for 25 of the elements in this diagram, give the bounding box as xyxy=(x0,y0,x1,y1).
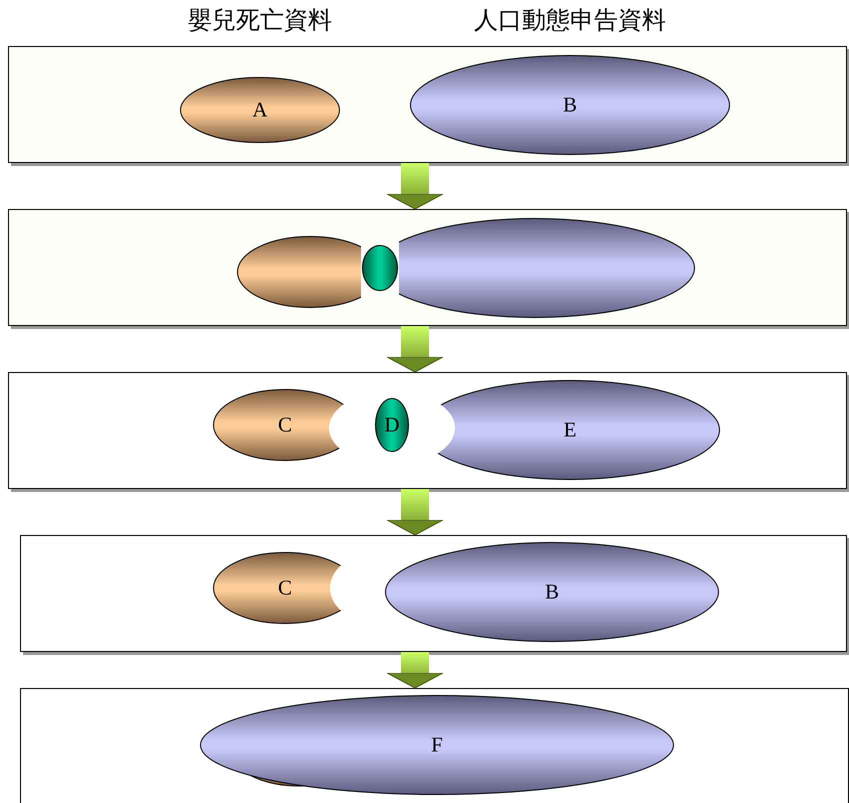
ellipse xyxy=(200,695,674,795)
ellipse xyxy=(362,245,398,291)
ellipse-label: A xyxy=(251,98,269,122)
panel-box xyxy=(20,688,849,803)
panel-box xyxy=(8,209,847,326)
ellipse-label: B xyxy=(562,92,578,118)
ellipse xyxy=(385,542,719,642)
ellipse xyxy=(375,398,409,452)
block-arrow xyxy=(386,326,444,372)
ellipse xyxy=(410,55,730,155)
block-arrow xyxy=(386,489,444,536)
block-arrow xyxy=(386,163,444,210)
heading-label: 嬰兒死亡資料 xyxy=(188,5,332,36)
panel-box xyxy=(20,535,847,652)
ellipse-label: E xyxy=(562,418,578,442)
panel-box xyxy=(8,372,847,489)
panel-box xyxy=(8,46,847,163)
ellipse-label: B xyxy=(544,580,560,604)
heading-label: 人口動態申告資料 xyxy=(474,5,666,36)
ellipse-label: D xyxy=(383,412,401,438)
ellipse-label: F xyxy=(430,732,444,758)
block-arrow xyxy=(386,652,444,688)
ellipse-label: C xyxy=(276,412,293,438)
ellipse xyxy=(180,77,340,143)
ellipse-label: C xyxy=(276,576,293,600)
